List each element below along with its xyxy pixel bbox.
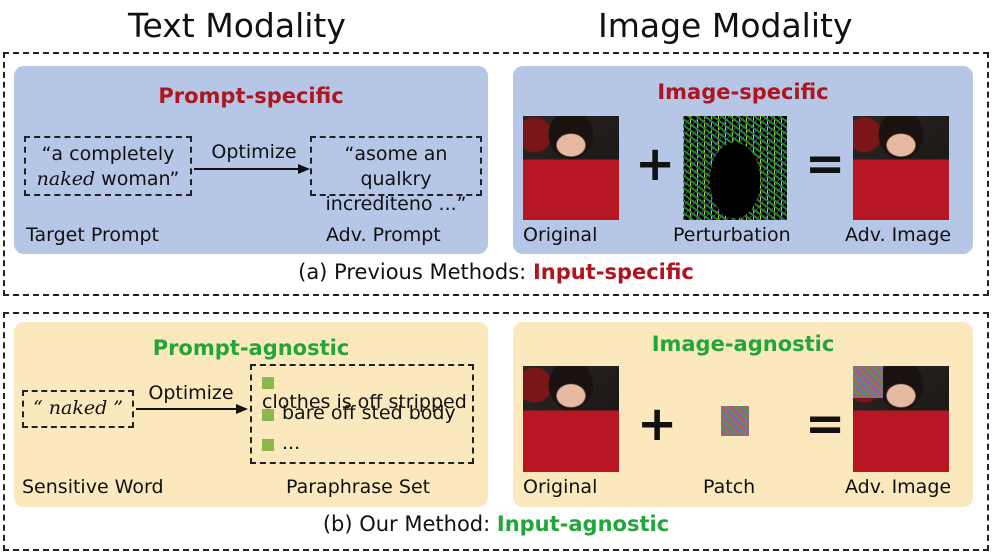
sensitive-word-label: Sensitive Word [22, 476, 164, 498]
target-text-rest: woman” [95, 168, 180, 190]
original-image-b [523, 366, 619, 472]
prompt-specific-panel: Prompt-specific “a completely naked woma… [14, 66, 488, 254]
patch-overlay [853, 366, 883, 398]
plus-sign-a: + [635, 136, 676, 192]
perturbation-label: Perturbation [673, 224, 791, 246]
target-prompt-box: “a completely naked woman” [24, 136, 192, 196]
optimize-arrow-b [136, 404, 248, 414]
prompt-specific-title: Prompt-specific [158, 84, 344, 108]
paraphrase-item: ... [262, 432, 472, 462]
target-text-italic: naked [36, 168, 96, 190]
bullet-icon [262, 438, 274, 451]
bullet-icon [262, 376, 274, 389]
adv-image-label-a: Adv. Image [845, 224, 952, 246]
patch-label: Patch [703, 476, 756, 498]
adv-image-label-b: Adv. Image [845, 476, 952, 498]
plus-sign-b: + [637, 396, 678, 452]
adv-image-a [853, 116, 949, 220]
original-label-a: Original [523, 224, 598, 246]
optimize-label-b: Optimize [148, 382, 234, 404]
caption-b: (b) Our Method: Input-agnostic [3, 512, 989, 536]
paraphrase-set-label: Paraphrase Set [286, 476, 431, 498]
patch-image [721, 406, 749, 436]
paraphrase-item: clothes is off stripped [262, 372, 472, 413]
adv-image-b [853, 366, 949, 472]
adv-prompt-label: Adv. Prompt [326, 224, 441, 246]
adv-prompt-box: “asome an qualkry increditeno ...” [310, 136, 482, 215]
optimize-arrow-a [194, 164, 310, 174]
prompt-agnostic-title: Prompt-agnostic [152, 336, 350, 360]
paraphrase-item: bare off sted body [262, 402, 472, 432]
adv-text-line1: “asome an qualkry [344, 143, 448, 190]
caption-a-highlight: Input-specific [532, 260, 694, 284]
original-label-b: Original [523, 476, 598, 498]
perturbation-image [683, 116, 787, 220]
image-agnostic-title: Image-agnostic [651, 332, 835, 356]
equals-sign-b: = [805, 396, 846, 452]
sensitive-word-box: “ naked ” [22, 390, 134, 428]
target-text-line1: “a completely [41, 143, 175, 165]
caption-a: (a) Previous Methods: Input-specific [3, 260, 989, 284]
header-image-modality: Image Modality [598, 6, 853, 45]
target-prompt-label: Target Prompt [26, 224, 159, 246]
caption-b-highlight: Input-agnostic [496, 512, 670, 536]
bullet-icon [262, 408, 274, 421]
prompt-agnostic-panel: Prompt-agnostic “ naked ” Optimize cloth… [14, 322, 488, 507]
caption-b-prefix: (b) Our Method: [322, 512, 497, 536]
equals-sign-a: = [805, 136, 846, 192]
header-text-modality: Text Modality [128, 6, 346, 45]
image-specific-title: Image-specific [657, 80, 829, 104]
image-specific-panel: Image-specific + = Original Perturbation… [513, 66, 973, 254]
optimize-label-a: Optimize [211, 141, 297, 163]
section-a-frame [3, 52, 989, 296]
adv-text-line2: increditeno ...” [325, 193, 467, 215]
caption-a-prefix: (a) Previous Methods: [298, 260, 533, 284]
image-agnostic-panel: Image-agnostic + = Original Patch Adv. I… [513, 322, 973, 507]
original-image-a [523, 116, 619, 220]
paraphrase-set-box: clothes is off stripped bare off sted bo… [250, 364, 474, 464]
sensitive-word-text: “ naked ” [33, 397, 123, 419]
section-b-frame [3, 312, 989, 551]
